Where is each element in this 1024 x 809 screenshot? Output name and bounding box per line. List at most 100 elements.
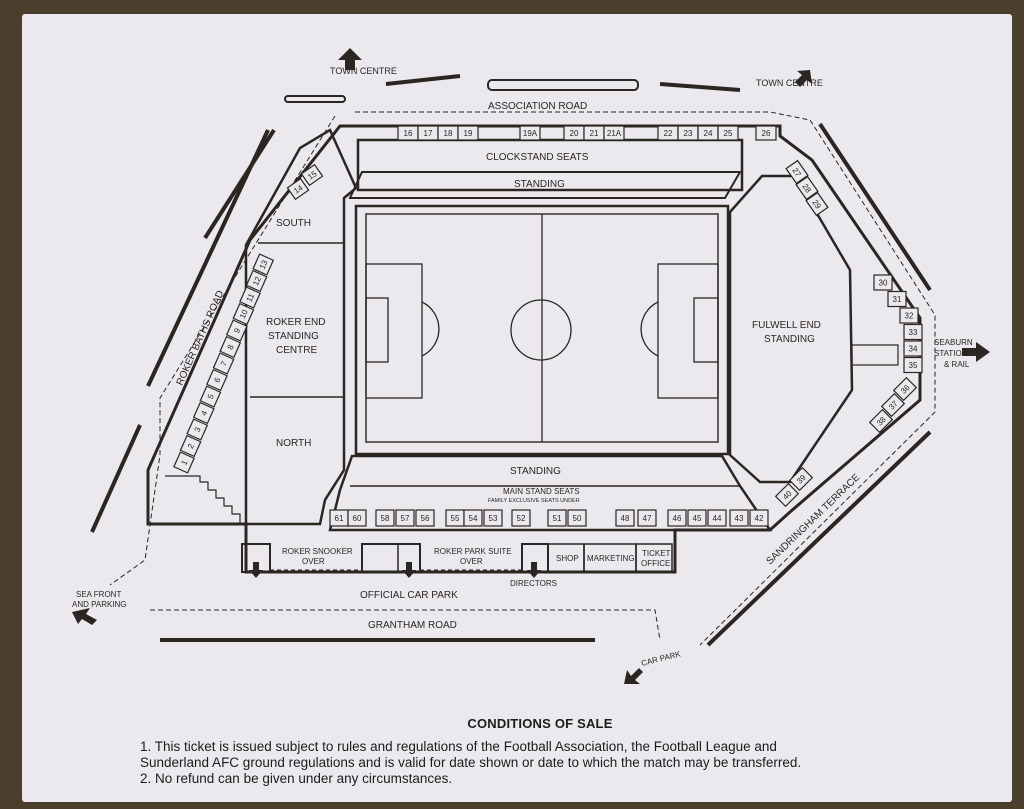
ticket-card — [22, 14, 1012, 802]
condition-1-line-2: Sunderland AFC ground regulations and is… — [140, 755, 802, 770]
gate-55: 55 — [445, 509, 465, 527]
svg-text:9: 9 — [232, 326, 242, 334]
seaburn-label-3: & RAIL — [944, 360, 970, 369]
gate-1: 1 — [173, 451, 195, 474]
svg-text:23: 23 — [684, 129, 693, 138]
svg-text:61: 61 — [335, 514, 344, 523]
svg-text:46: 46 — [673, 514, 682, 523]
svg-text:58: 58 — [381, 514, 390, 523]
roker-snooker-label-1: ROKER SNOOKER — [282, 547, 353, 556]
gate-28: 28 — [795, 175, 819, 201]
conditions-of-sale: CONDITIONS OF SALE 1. This ticket is iss… — [140, 716, 960, 787]
roker-park-suite-label-1: ROKER PARK SUITE — [434, 547, 512, 556]
svg-text:1: 1 — [179, 458, 189, 466]
road-edge-dashed — [109, 115, 336, 586]
svg-text:20: 20 — [570, 129, 579, 138]
centre-circle — [510, 299, 572, 361]
grantham-road-label: GRANTHAM ROAD — [368, 620, 457, 631]
road-fence — [818, 122, 932, 292]
svg-text:12: 12 — [251, 275, 263, 287]
gate-5: 5 — [199, 385, 222, 408]
ticket-office-label-2: OFFICE — [641, 559, 670, 568]
svg-text:11: 11 — [245, 292, 257, 304]
svg-text:18: 18 — [444, 129, 453, 138]
svg-text:10: 10 — [238, 308, 250, 320]
svg-text:55: 55 — [451, 514, 460, 523]
svg-text:52: 52 — [517, 514, 526, 523]
svg-text:6: 6 — [212, 376, 222, 384]
road-fence — [706, 430, 932, 647]
road-barrier — [487, 79, 639, 91]
svg-text:33: 33 — [909, 328, 918, 337]
fulwell-end-label-1: FULWELL END — [752, 320, 821, 331]
gate-18: 18 — [437, 125, 459, 141]
svg-text:2: 2 — [186, 442, 196, 450]
gate-19A: 19A — [519, 125, 541, 141]
svg-text:57: 57 — [401, 514, 410, 523]
gate-23: 23 — [677, 125, 699, 141]
road-fence — [203, 128, 276, 240]
shop-label: SHOP — [556, 554, 579, 563]
gate-26: 26 — [755, 125, 777, 141]
arrow-up-right-icon — [795, 70, 812, 87]
gate-51: 51 — [547, 509, 567, 527]
gate-10: 10 — [232, 302, 255, 326]
gate-44: 44 — [707, 509, 727, 527]
gate-11: 11 — [239, 286, 261, 309]
gate-14: 14 — [286, 177, 310, 201]
marketing-label: MARKETING — [587, 554, 635, 563]
gate-17: 17 — [417, 125, 439, 141]
pitch-outer — [354, 204, 730, 456]
sandringham-terrace-label: SANDRINGHAM TERRACE — [764, 472, 862, 567]
roker-snooker-label-2: OVER — [302, 557, 325, 566]
south-label: SOUTH — [276, 218, 311, 229]
svg-text:21: 21 — [590, 129, 599, 138]
conditions-heading: CONDITIONS OF SALE — [467, 716, 613, 731]
gate-32: 32 — [899, 307, 919, 324]
ticket-office-label-1: TICKET — [642, 549, 671, 558]
goal-area-right — [693, 297, 719, 363]
gate-52: 52 — [511, 509, 531, 527]
gate-15: 15 — [300, 163, 324, 187]
fulwell-end-label-2: STANDING — [764, 334, 815, 345]
svg-text:24: 24 — [704, 129, 713, 138]
svg-text:32: 32 — [905, 312, 914, 321]
town-centre-right-label: TOWN CENTRE — [756, 78, 823, 88]
gate-19: 19 — [457, 125, 479, 141]
family-seats-label: FAMILY EXCLUSIVE SEATS UNDER — [488, 498, 580, 504]
gate-50: 50 — [567, 509, 587, 527]
fulwell-tunnel — [851, 344, 899, 366]
svg-text:5: 5 — [206, 392, 216, 400]
gate-21: 21 — [583, 125, 605, 141]
ticket-office-building — [635, 543, 673, 573]
gate-61: 61 — [329, 509, 349, 527]
standing-south-label: STANDING — [510, 466, 561, 477]
gate-48: 48 — [615, 509, 635, 527]
svg-text:8: 8 — [226, 343, 236, 351]
gate-21A: 21A — [603, 125, 625, 141]
sea-front-label-2: AND PARKING — [72, 600, 127, 609]
svg-text:19: 19 — [464, 129, 473, 138]
main-stand-seats-label: MAIN STAND SEATS — [503, 487, 580, 496]
entrance-arrow-icon — [527, 562, 541, 578]
condition-1-line-1: 1. This ticket is issued subject to rule… — [140, 739, 777, 754]
svg-text:22: 22 — [664, 129, 673, 138]
svg-text:43: 43 — [735, 514, 744, 523]
sea-front-label-1: SEA FRONT — [76, 590, 121, 599]
entrance-arrow-icon — [249, 562, 263, 578]
roker-end-label-3: CENTRE — [276, 345, 317, 356]
gate-53: 53 — [483, 509, 503, 527]
svg-text:56: 56 — [421, 514, 430, 523]
road-fence — [385, 74, 461, 86]
svg-text:51: 51 — [553, 514, 562, 523]
north-label: NORTH — [276, 438, 311, 449]
arrow-right-icon — [962, 342, 990, 362]
svg-text:21A: 21A — [607, 129, 622, 138]
gate-35: 35 — [903, 356, 923, 374]
gate-54: 54 — [463, 509, 483, 527]
car-park-label: CAR PARK — [640, 649, 682, 668]
svg-text:3: 3 — [193, 425, 203, 433]
gate-22: 22 — [657, 125, 679, 141]
svg-text:31: 31 — [893, 295, 902, 304]
